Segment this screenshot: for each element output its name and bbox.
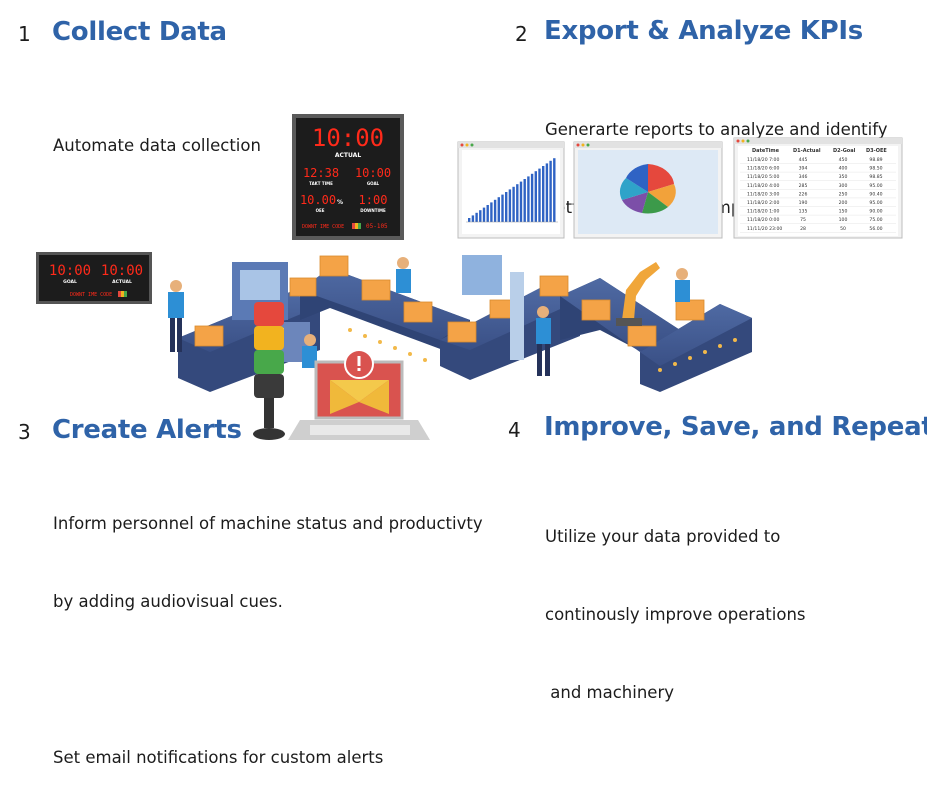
section-2-line: Generarte reports to analyze and identif…: [545, 120, 888, 139]
conveyor-illustration: [178, 268, 752, 392]
email-alert-laptop-icon: [288, 349, 430, 440]
section-3-line: Inform personnel of machine status and p…: [53, 514, 483, 533]
section-4-line: Utilize your data provided to: [545, 527, 781, 546]
trend-bar: [486, 205, 489, 222]
trend-bar: [530, 173, 534, 222]
package-boxes: [194, 255, 705, 347]
section-1-number: 1: [18, 22, 31, 46]
trend-bar: [490, 202, 493, 222]
section-2-description: Generarte reports to analyze and identif…: [545, 65, 889, 247]
big-display-oee-unit: %: [337, 199, 343, 206]
small-display-goal-value: 10:00: [49, 263, 91, 279]
big-display-oee-label: OEE: [316, 208, 325, 213]
section-3-line: Set email notifications for custom alert…: [53, 748, 384, 767]
trend-bar: [501, 194, 504, 222]
section-2-number: 2: [515, 22, 528, 46]
big-display-footer: DOWNT IME CODE: [302, 224, 344, 230]
production-display-small: 10:00 GOAL 10:00 ACTUAL DOWNT IME CODE: [36, 252, 152, 304]
trend-bar: [519, 181, 523, 222]
section-4-title: Improve, Save, and Repeat: [544, 412, 927, 442]
trend-bar: [527, 176, 530, 222]
trend-bar: [475, 212, 478, 222]
trend-bar: [512, 186, 515, 222]
trend-bar: [523, 179, 526, 222]
small-display-actual-value: 10:00: [101, 263, 143, 279]
section-4-number: 4: [508, 418, 521, 442]
trend-bar: [471, 215, 475, 222]
stack-light-icon: [253, 302, 285, 440]
big-display-oee-value: 10.00: [300, 193, 336, 207]
section-3-line: [53, 667, 483, 693]
trend-bar: [482, 207, 486, 222]
section-4-description: Utilize your data provided to continousl…: [545, 472, 806, 732]
section-2-title: Export & Analyze KPIs: [544, 16, 863, 46]
trend-bar: [508, 189, 512, 222]
big-display-takt-label: TAKT TIME: [309, 181, 333, 186]
section-4-line: and machinery: [545, 683, 674, 702]
trend-bar: [534, 171, 537, 222]
section-3-title: Create Alerts: [52, 415, 242, 445]
worker-illustration: [168, 257, 690, 376]
trend-bar: [538, 168, 541, 222]
big-display-downtime-value: 1:00: [359, 193, 388, 207]
section-2-line: bottleneck areas to improve performance: [545, 198, 889, 217]
small-display-footer: DOWNT IME CODE: [70, 292, 112, 298]
big-display-main-label: ACTUAL: [335, 152, 361, 159]
trend-bar: [479, 210, 482, 222]
section-3-number: 3: [18, 420, 31, 444]
trend-bar: [497, 197, 500, 222]
big-display-main-value: 10:00: [312, 124, 384, 152]
section-1-description: Automate data collection: [53, 81, 261, 185]
section-1-line: Automate data collection: [53, 136, 261, 155]
big-display-downtime-label: DOWNTIME: [360, 208, 386, 213]
production-display-large: 10:00 ACTUAL 12:38 TAKT TIME 10:00 GOAL …: [292, 114, 404, 240]
section-1-title: Collect Data: [52, 17, 227, 47]
big-display-takt-value: 12:38: [303, 166, 339, 180]
trend-bar: [516, 184, 519, 222]
machine-illustration: [232, 255, 660, 362]
small-display-goal-label: GOAL: [63, 279, 77, 285]
trend-bar: [468, 218, 471, 222]
section-3-description: Inform personnel of machine status and p…: [53, 459, 483, 797]
trend-bar: [493, 199, 497, 222]
big-display-goal-value: 10:00: [355, 166, 391, 180]
small-display-actual-label: ACTUAL: [112, 279, 132, 285]
big-display-footer-code: 05-105: [366, 223, 388, 230]
trend-bar: [505, 192, 508, 222]
big-display-goal-label: GOAL: [367, 181, 380, 186]
section-4-line: continously improve operations: [545, 605, 806, 624]
section-3-line: by adding audiovisual cues.: [53, 592, 283, 611]
